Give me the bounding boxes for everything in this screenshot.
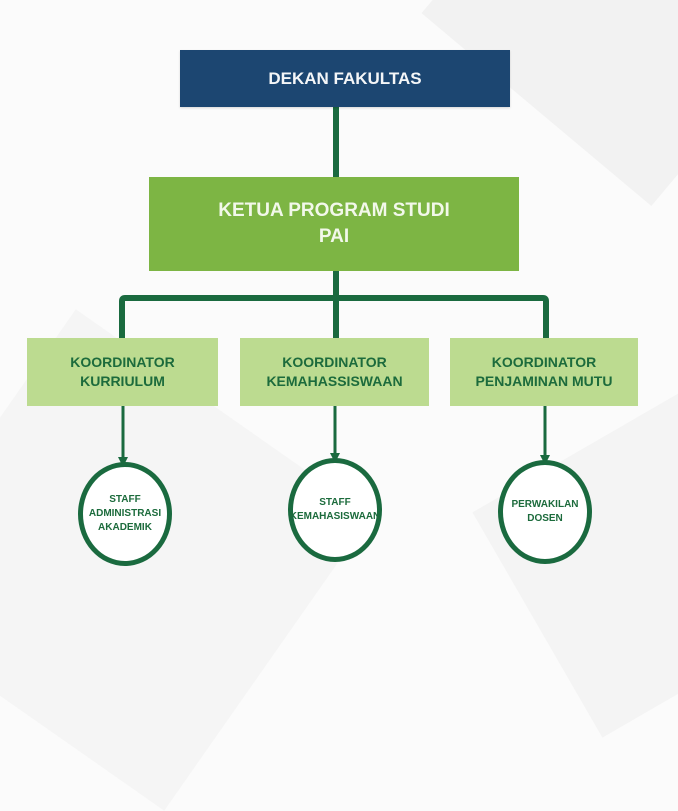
- node-ketua-program-studi: KETUA PROGRAM STUDI PAI: [149, 177, 519, 271]
- node-label-line: PENJAMINAN MUTU: [475, 373, 613, 389]
- node-koordinator-kurikulum: KOORDINATOR KURRIULUM: [27, 338, 218, 406]
- node-staff-administrasi-akademik: STAFF ADMINISTRASI AKADEMIK: [78, 462, 172, 566]
- node-staff-kemahasiswaan: STAFF KEMAHASISWAAN: [288, 458, 382, 562]
- node-label-line: DOSEN: [527, 513, 563, 524]
- node-koordinator-kemahasiswaan: KOORDINATOR KEMAHASSISWAAN: [240, 338, 429, 406]
- node-label-line: PERWAKILAN: [511, 499, 579, 510]
- node-label-line: KURRIULUM: [80, 373, 165, 389]
- node-koordinator-penjaminan-mutu: KOORDINATOR PENJAMINAN MUTU: [450, 338, 638, 406]
- node-label-line: STAFF: [109, 494, 141, 505]
- node-label-line: KEMAHASSISWAAN: [266, 373, 403, 389]
- node-label-line: ADMINISTRASI: [88, 508, 162, 519]
- node-label-line: KETUA PROGRAM STUDI: [218, 200, 450, 221]
- node-label-line: KOORDINATOR: [282, 354, 387, 370]
- node-label-line: KEMAHASISWAAN: [289, 511, 381, 522]
- connector-branch: [119, 295, 549, 338]
- node-label-line: KOORDINATOR: [491, 354, 597, 370]
- node-perwakilan-dosen: PERWAKILAN DOSEN: [498, 460, 592, 564]
- node-label-line: PAI: [318, 226, 350, 247]
- connector-lines: [118, 106, 550, 467]
- node-label: DEKAN FAKULTAS: [268, 68, 422, 88]
- node-label-line: KOORDINATOR: [70, 354, 175, 370]
- node-label-line: STAFF: [319, 497, 351, 508]
- node-dekan-fakultas: DEKAN FAKULTAS: [180, 50, 510, 107]
- node-label-line: AKADEMIK: [98, 522, 152, 533]
